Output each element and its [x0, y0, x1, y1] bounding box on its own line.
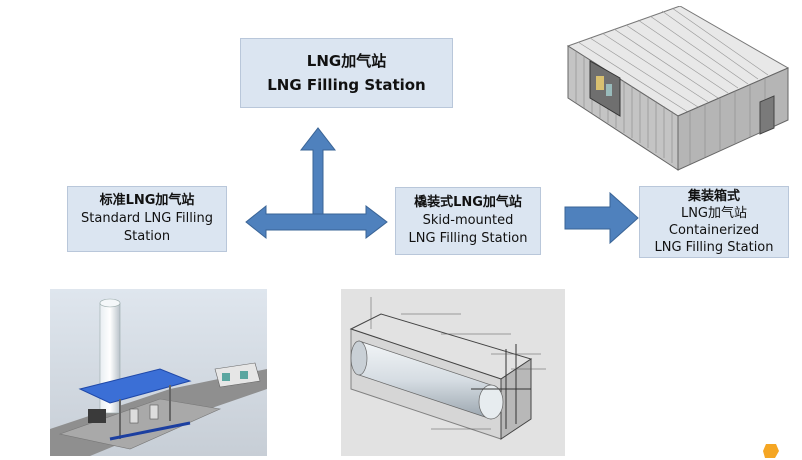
arrow-left-right: [245, 204, 388, 240]
standard-station-image: [50, 289, 267, 456]
containerized-station-box: 集装箱式 LNG加气站 Containerized LNG Filling St…: [639, 186, 789, 258]
box-label-cn: 标准LNG加气站: [99, 193, 195, 208]
box-title-cn: LNG加气站: [306, 52, 387, 70]
lng-filling-station-box: LNG加气站 LNG Filling Station: [240, 38, 453, 108]
standard-station-box: 标准LNG加气站 Standard LNG Filling Station: [67, 186, 227, 252]
skid-mounted-station-box: 橇装式LNG加气站 Skid-mounted LNG Filling Stati…: [395, 187, 541, 255]
box-label-en-1: Skid-mounted: [422, 213, 514, 228]
box-label-en-1: Containerized: [668, 223, 760, 238]
box-label-cn-1: 集装箱式: [687, 189, 740, 204]
box-label-cn-2: LNG加气站: [680, 206, 748, 221]
box-label-en-1: Standard LNG Filling: [81, 211, 213, 226]
arrow-right: [564, 191, 639, 245]
container-station-image: [566, 6, 790, 171]
box-label-en-2: Station: [123, 229, 171, 244]
arrow-up: [299, 127, 337, 216]
box-label-cn: 橇装式LNG加气站: [414, 195, 522, 210]
skid-mounted-station-image: [341, 289, 565, 456]
orange-logo-icon: [763, 444, 779, 458]
box-label-en-2: LNG Filling Station: [408, 231, 528, 246]
box-title-en: LNG Filling Station: [267, 76, 426, 94]
box-label-en-2: LNG Filling Station: [654, 240, 774, 255]
